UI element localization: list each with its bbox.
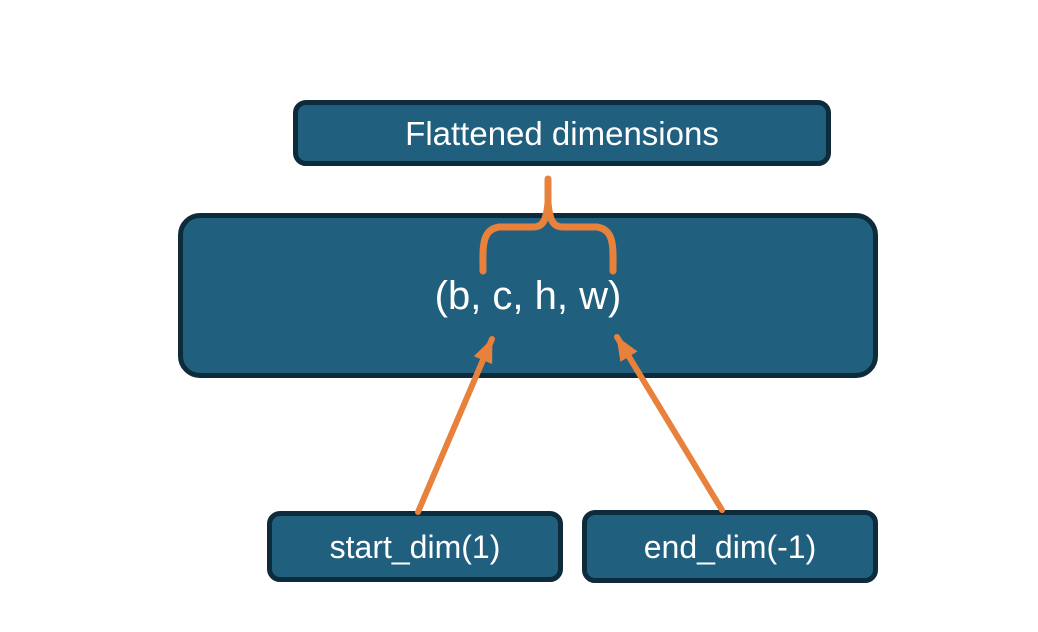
end-dim-label: end_dim(-1) [643, 528, 817, 565]
tensor-shape-label: (b, c, h, w) [434, 273, 622, 318]
flattened-dimensions-label: Flattened dimensions [405, 114, 719, 152]
node-end-dim: end_dim(-1) [582, 510, 878, 583]
node-tensor-shape: (b, c, h, w) [178, 213, 878, 378]
start-dim-label: start_dim(1) [329, 528, 501, 565]
node-flattened-dimensions: Flattened dimensions [293, 100, 831, 166]
node-start-dim: start_dim(1) [267, 511, 563, 582]
